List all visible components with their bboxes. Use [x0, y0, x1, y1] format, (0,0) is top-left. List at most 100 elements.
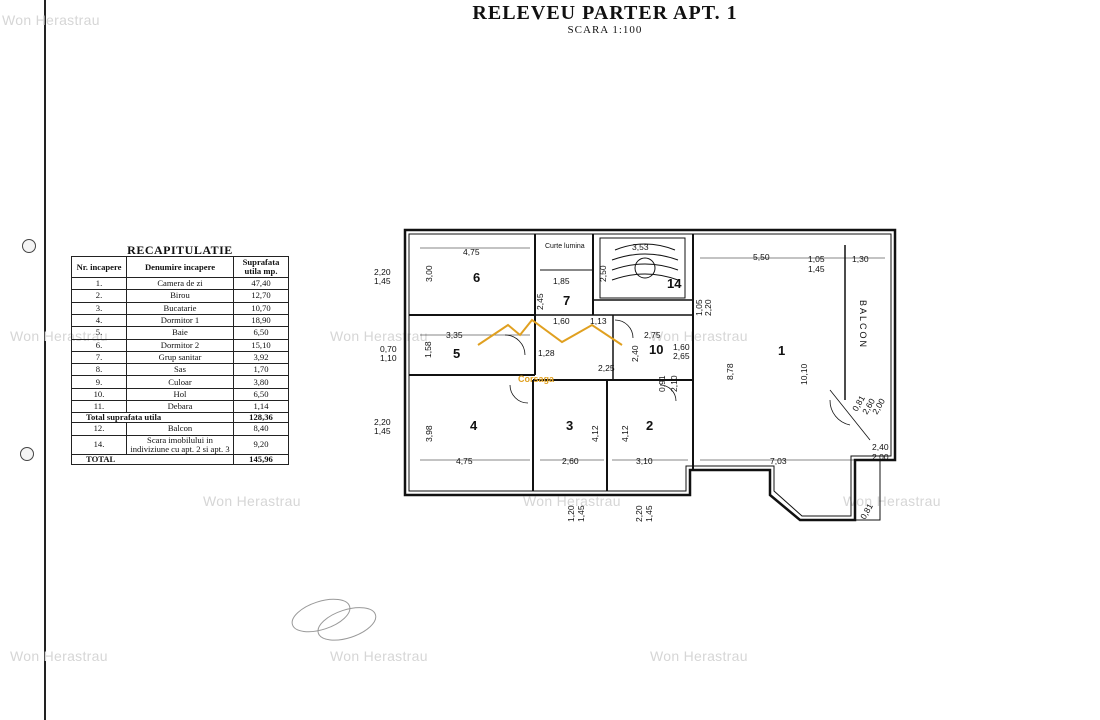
- room-area: 3,80: [233, 375, 289, 389]
- dim-label: 2,40: [630, 345, 640, 362]
- dim-label: 0,91: [657, 375, 667, 392]
- room-name: Bucatarie: [126, 301, 234, 315]
- dim-label: 2,25: [598, 363, 615, 373]
- room-nr: 8.: [71, 363, 127, 377]
- dim-label: 2,10: [669, 375, 679, 392]
- room-name: Birou: [126, 289, 234, 303]
- dim-label: 0,81: [858, 501, 875, 521]
- logo: Corsaga: [477, 318, 623, 384]
- dim-label: 1,05: [694, 299, 704, 316]
- dim-label: 4,75: [463, 247, 480, 257]
- room-name: Balcon: [126, 422, 234, 436]
- dim-label: 2,20: [634, 505, 644, 522]
- room-area: 18,90: [233, 313, 289, 328]
- room-number-10: 10: [649, 342, 663, 357]
- dim-label: 1,28: [538, 348, 555, 358]
- subtotal-value: 128,36: [233, 412, 289, 424]
- room-name: Scara imobilului in indiviziune cu apt. …: [126, 434, 234, 455]
- total-value: 145,96: [233, 453, 289, 465]
- room-name: Culoar: [126, 375, 234, 389]
- dim-label: 1,45: [644, 505, 654, 522]
- dim-label: 1,13: [590, 316, 607, 326]
- room-number-5: 5: [453, 346, 460, 361]
- dim-label: 3,10: [636, 456, 653, 466]
- room-nr: 1.: [71, 277, 127, 291]
- room-number-7: 7: [563, 293, 570, 308]
- scale-label: SCARA 1:100: [567, 24, 643, 36]
- stamp: [291, 598, 377, 641]
- dim-label: 2,40: [872, 442, 889, 452]
- room-name: Debara: [126, 399, 234, 414]
- room-name: Sas: [126, 363, 234, 377]
- dim-label: 3,35: [446, 330, 463, 340]
- dim-label: 4,12: [590, 425, 600, 442]
- room-area: 1,70: [233, 363, 289, 377]
- table-row: 14.Scara imobilului in indiviziune cu ap…: [71, 434, 289, 455]
- watermark: Won Herastrau: [330, 648, 428, 664]
- dim-label: 7,03: [770, 456, 787, 466]
- room-name: Dormitor 2: [126, 338, 234, 352]
- room-area: 47,40: [233, 277, 289, 291]
- room-number-14: 14: [667, 276, 682, 291]
- room-number-6: 6: [473, 270, 480, 285]
- room-number-2: 2: [646, 418, 653, 433]
- watermark: Won Herastrau: [523, 493, 621, 509]
- dim-label: 4,75: [456, 456, 473, 466]
- curte-lumina-label: Curte lumina: [545, 243, 585, 250]
- room-name: Dormitor 1: [126, 313, 234, 328]
- dim-label: 2,75: [644, 330, 661, 340]
- dim-label: 2,45: [535, 293, 545, 310]
- room-number-3: 3: [566, 418, 573, 433]
- room-area: 12,70: [233, 289, 289, 303]
- dim-label: 1,45: [576, 505, 586, 522]
- watermark: Won Herastrau: [650, 328, 748, 344]
- room-nr: 7.: [71, 350, 127, 365]
- dim-label: 1,60: [553, 316, 570, 326]
- col-area-header: Suprafata utila mp.: [233, 255, 289, 279]
- recap-table: Nr. incapere Denumire incapere Suprafata…: [71, 255, 289, 465]
- dim-label: 2,20: [703, 299, 713, 316]
- total-label: TOTAL: [71, 453, 234, 465]
- dim-label: 10,10: [799, 363, 809, 385]
- plan-outer-wall: [403, 228, 897, 522]
- col-nr-header: Nr. incapere: [71, 255, 127, 279]
- col-name-header: Denumire incapere: [126, 255, 234, 279]
- balcon-label: BALCON: [858, 300, 868, 349]
- page-title: RELEVEU PARTER APT. 1: [472, 2, 738, 24]
- dim-label: 1,45: [374, 276, 391, 286]
- room-nr: 5.: [71, 326, 127, 340]
- room-nr: 3.: [71, 301, 127, 315]
- dim-label: 1,60: [673, 342, 690, 352]
- room-name: Baie: [126, 326, 234, 340]
- room-nr: 2.: [71, 289, 127, 303]
- room-nr: 9.: [71, 375, 127, 389]
- watermark: Won Herastrau: [10, 648, 108, 664]
- dim-label: 1,45: [808, 264, 825, 274]
- dim-label: 1,20: [566, 505, 576, 522]
- recap-title: RECAPITULATIE: [127, 243, 233, 257]
- room-name: Camera de zi: [126, 277, 234, 291]
- logo-text: Corsaga: [518, 374, 555, 384]
- watermark: Won Herastrau: [203, 493, 301, 509]
- dim-label: 1,45: [374, 426, 391, 436]
- dim-label: 2,20: [374, 267, 391, 277]
- room-area: 8,40: [233, 422, 289, 436]
- room-name: Grup sanitar: [126, 350, 234, 365]
- dim-label: 4,12: [620, 425, 630, 442]
- room-area: 10,70: [233, 301, 289, 315]
- subtotal-label: Total suprafata utila: [71, 412, 234, 424]
- room-nr: 4.: [71, 313, 127, 328]
- dim-label: 5,50: [753, 252, 770, 262]
- dim-label: 2,00: [872, 452, 889, 462]
- room-nr: 12.: [71, 422, 127, 436]
